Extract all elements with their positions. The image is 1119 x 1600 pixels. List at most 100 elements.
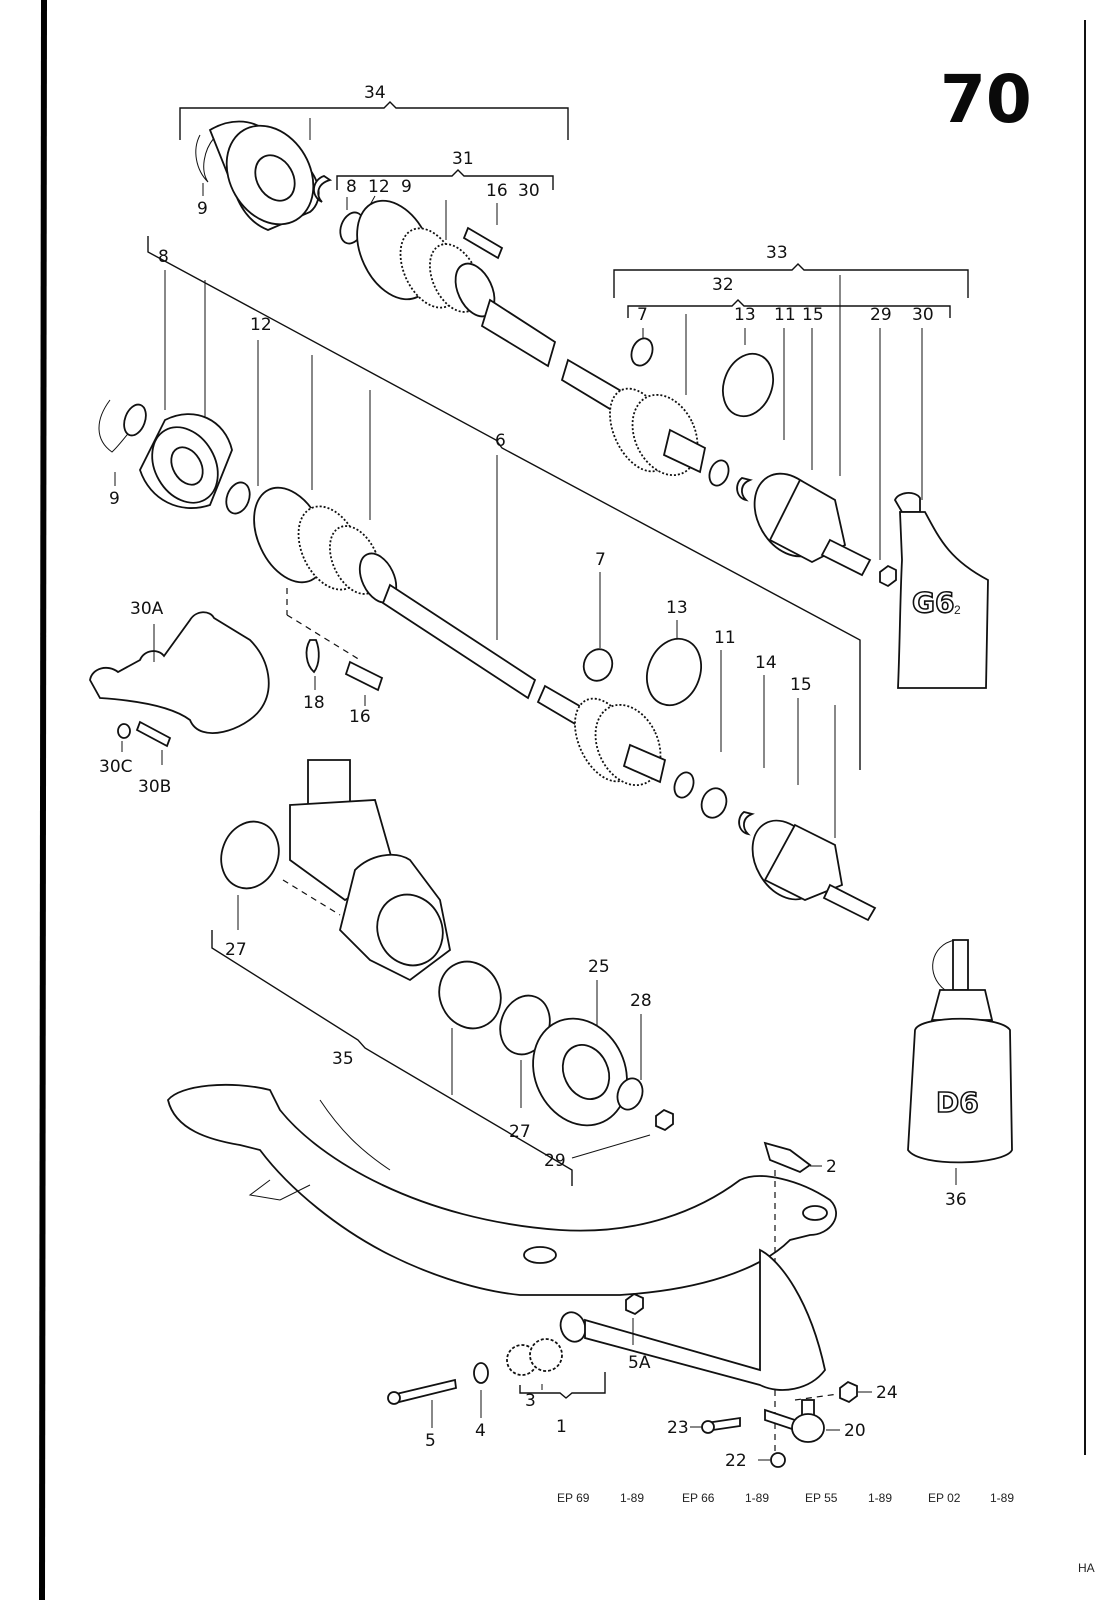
bolt-5 [390,1378,457,1405]
label-36: 36 [945,1190,967,1210]
label-top-8: 8 [346,177,357,197]
nut-29-bottom [655,1108,674,1132]
label-1: 1 [556,1417,567,1437]
clamp-18 [305,639,320,674]
drive-shaft-top [356,199,630,417]
page-number: 70 [940,61,1032,138]
nut-5a [625,1292,644,1316]
label-mid-8: 8 [158,247,169,267]
washer-4 [473,1362,489,1384]
label-20: 20 [844,1421,866,1441]
grease-tube-g6 [894,492,989,689]
nut-24 [839,1380,858,1404]
label-right-29: 29 [870,305,892,325]
label-right-15: 15 [802,305,824,325]
hose-clamp-7-top [630,337,654,367]
circlip-15-middle [738,811,755,836]
footer-code: EP 02 [928,1491,961,1505]
bracket-32 [627,299,951,318]
bracket-31 [336,169,554,190]
binder-edge [39,0,47,1600]
label-33: 33 [766,243,788,263]
footer-code: EP 69 [557,1491,590,1505]
footer-edition-codes: EP 69 1-89 EP 66 1-89 EP 55 1-89 EP 02 1… [557,1491,1014,1505]
label-3: 3 [525,1391,536,1411]
label-4: 4 [475,1421,486,1441]
label-18: 18 [303,693,325,713]
label-27-left: 27 [225,940,247,960]
bracket-35 [211,930,573,1186]
label-31: 31 [452,149,474,169]
wheel-hub-25 [532,1017,628,1127]
ring-11-middle [673,771,695,799]
label-mid-11: 11 [714,628,736,648]
label-22: 22 [725,1451,747,1471]
label-right-13: 13 [734,305,756,325]
label-mid-9: 9 [109,489,120,509]
circlip-27-left [220,820,280,890]
footer-date: 1-89 [745,1491,769,1505]
label-29-bottom: 29 [544,1151,566,1171]
inner-cv-boot-top [609,387,707,477]
footer-date: 1-89 [620,1491,644,1505]
label-mid-15: 15 [790,675,812,695]
label-top-12: 12 [368,177,390,197]
oil-bottle-label: D6 [936,1086,979,1119]
ball-joint-20 [791,1399,825,1443]
bracket-34 [179,101,569,140]
outer-cv-joint-top [195,120,320,231]
label-32: 32 [712,275,734,295]
label-5: 5 [425,1431,436,1451]
bracket-33 [613,263,969,298]
hose-clamp-13-middle [646,637,702,707]
nut-29-right [879,564,897,588]
corner-mark: HA [1078,1561,1095,1575]
outer-cv-joint-middle [98,399,233,509]
grease-tube-label: G6 [912,586,954,619]
label-top-30: 30 [518,181,540,201]
circlip-8-top [313,175,333,203]
hose-clamp-7-middle [582,648,614,682]
oil-bottle-d6 [907,939,1013,1164]
footer-date: 1-89 [990,1491,1014,1505]
rubber-bushes-3 [506,1338,563,1376]
footer-code: EP 55 [805,1491,838,1505]
label-bolt-16: 16 [349,707,371,727]
label-mid-7: 7 [595,550,606,570]
label-top-9: 9 [401,177,412,197]
label-34: 34 [364,83,386,103]
label-28: 28 [630,991,652,1011]
wheel-bearing [438,960,502,1030]
label-5a: 5A [628,1353,651,1373]
label-right-7: 7 [637,305,648,325]
balljoint-plate [764,1408,796,1432]
spacer-14 [700,787,728,819]
ring-11-top [708,459,730,487]
label-24: 24 [876,1383,898,1403]
label-23: 23 [667,1418,689,1438]
label-right-11: 11 [774,305,796,325]
bolt-16 [344,660,384,692]
label-mid-13: 13 [666,598,688,618]
label-mid-14: 14 [755,653,777,673]
heat-shield-30a [89,611,270,734]
outer-cv-boot-middle [751,819,877,922]
control-arm [559,1248,826,1391]
trailing-arm-knuckle [289,759,451,982]
bolt-30b [135,720,172,748]
label-25: 25 [588,957,610,977]
washer-30c [117,723,131,739]
bracket-1 [519,1372,606,1399]
label-6: 6 [495,431,506,451]
rear-subframe [167,1083,837,1296]
label-35: 35 [332,1049,354,1069]
bracket-6 [147,236,861,770]
grease-tube-sub: 2 [954,603,961,617]
label-2: 2 [826,1157,837,1177]
footer-date: 1-89 [868,1491,892,1505]
seal-ring-12-middle [225,481,251,515]
hose-clamp-13-top [722,352,774,418]
mounting-plate-2 [763,1141,812,1174]
